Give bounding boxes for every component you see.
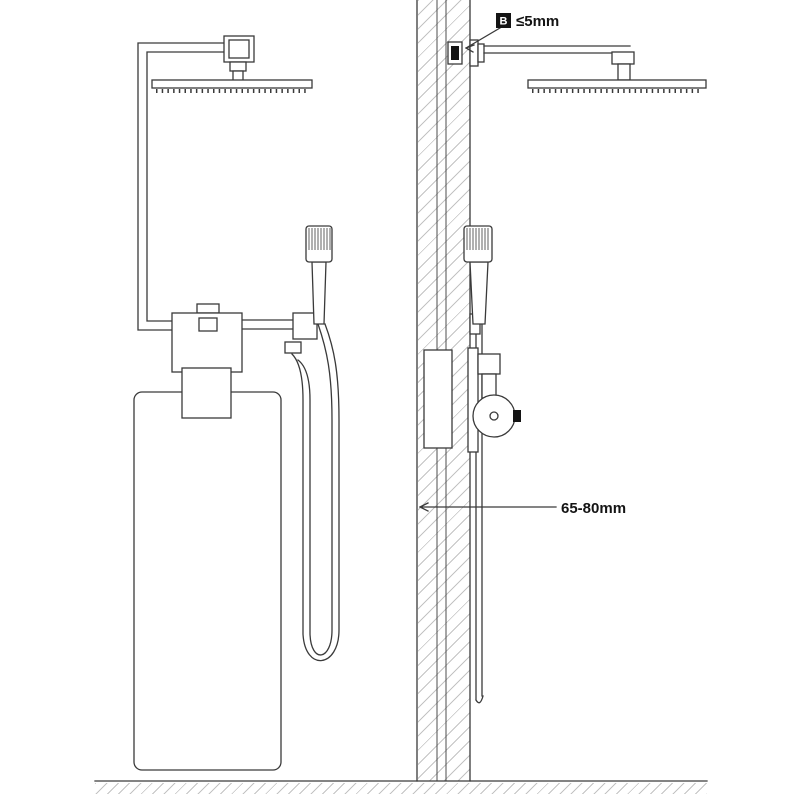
holder-pipe-front <box>241 319 294 330</box>
tub-panel-outline <box>133 391 282 771</box>
hand-shower-handle <box>311 261 327 325</box>
shower-hose-front <box>284 323 340 662</box>
wall-flange-side <box>447 39 485 67</box>
gap-leader-line <box>465 27 501 53</box>
marker-b-label: B <box>500 16 508 28</box>
supply-pipe-front <box>137 42 227 331</box>
shower-arm-side <box>483 45 631 54</box>
hand-shower-holder-front <box>292 312 318 340</box>
front-view <box>133 35 340 771</box>
gap-annotation: B ≤5mm <box>465 13 559 53</box>
hand-shower-spray-face <box>466 228 489 250</box>
section-view: 65-80mm B ≤5mm <box>416 0 707 782</box>
mixer-top-tab <box>196 303 220 314</box>
hose-fitting <box>284 341 302 354</box>
depth-leader-line <box>419 502 557 512</box>
hand-shower-front <box>305 225 333 325</box>
rain-shower-head-front <box>151 79 313 93</box>
hand-shower-head <box>305 225 333 263</box>
floor-hatching <box>95 783 707 794</box>
hand-shower-side <box>463 225 493 335</box>
elbow-seal <box>451 46 459 60</box>
face-plate <box>467 347 479 453</box>
gap-label: ≤5mm <box>516 13 559 30</box>
mixer-lever <box>181 367 232 419</box>
mixer-knob-side <box>472 394 516 438</box>
depth-annotation: 65-80mm <box>419 500 626 517</box>
marker-b-box <box>496 13 511 28</box>
mixer-valve-side <box>423 347 521 453</box>
hand-shower-spray-face <box>308 228 331 250</box>
mixer-valve-front <box>171 303 243 419</box>
knob-tip <box>513 410 521 422</box>
concealed-valve-body <box>423 349 453 449</box>
arm-connector-side <box>611 51 635 81</box>
shower-arm-flange-front <box>223 35 255 83</box>
mixer-cartridge <box>198 317 218 332</box>
rain-shower-head-side <box>527 79 707 93</box>
depth-label: 65-80mm <box>561 500 626 517</box>
hand-shower-handle <box>469 261 489 325</box>
